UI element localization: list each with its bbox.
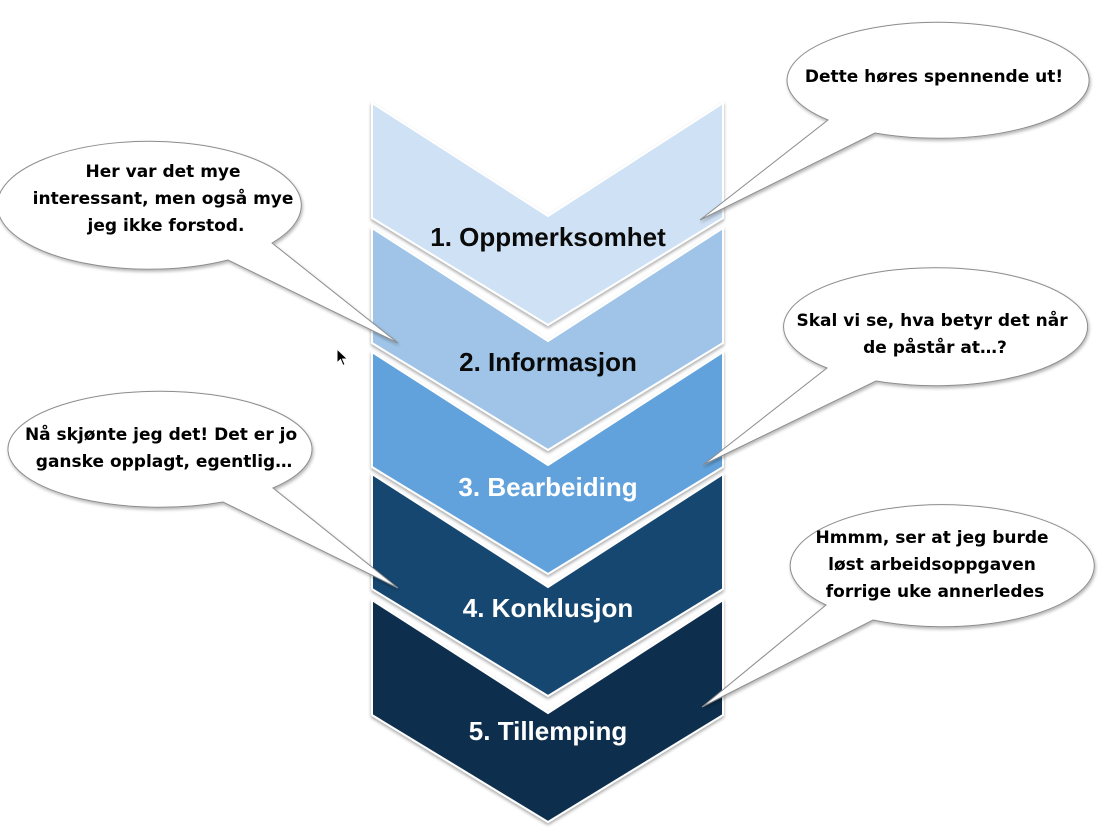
step-4-chevron: 4. Konklusjon	[371, 472, 724, 698]
speech-bubble-5-shape	[701, 504, 1095, 708]
step-2-chevron: 2. Informasjon	[371, 226, 724, 452]
speech-bubble-3-line-1: Skal vi se, hva betyr det når	[796, 309, 1068, 331]
speech-bubble-4: Nå skjønte jeg det! Det er jo ganske opp…	[7, 390, 399, 589]
step-1-chevron: 1. Oppmerksomhet	[371, 101, 724, 327]
speech-bubble-2-line-2: interessant, men også mye	[33, 187, 294, 209]
step-2-label: 2. Informasjon	[459, 347, 637, 377]
speech-bubble-2-shape	[0, 140, 399, 344]
step-3-chevron: 3. Bearbeiding	[371, 350, 724, 576]
svg-text:Skal vi se, hva betyr det når: Skal vi se, hva betyr det når de påstår …	[796, 309, 1073, 358]
step-1-label: 1. Oppmerksomhet	[430, 222, 666, 252]
svg-text:Dette høres spennende ut!: Dette høres spennende ut!	[805, 67, 1063, 87]
speech-bubble-4-line-2: ganske opplagt, egentlig…	[36, 452, 292, 472]
svg-text:Her var det mye intere: Her var det mye interessant, men også my…	[33, 162, 300, 236]
speech-bubble-5-line-1: Hmmm, ser at jeg burde	[816, 528, 1049, 548]
speech-bubble-2-line-3: jeg ikke forstod.	[87, 216, 245, 236]
speech-bubble-1-line-1: Dette høres spennende ut!	[805, 67, 1063, 87]
mouse-pointer-icon	[336, 348, 349, 367]
svg-text:Hmmm, ser at jeg burde: Hmmm, ser at jeg burde løst arbeidsoppga…	[816, 528, 1055, 602]
step-5-label: 5. Tillemping	[469, 716, 627, 746]
step-4-label: 4. Konklusjon	[463, 593, 633, 623]
speech-bubble-2-line-1: Her var det mye	[86, 162, 241, 182]
step-3-label: 3. Bearbeiding	[458, 472, 637, 502]
speech-bubble-2: Her var det mye interessant, men også my…	[0, 140, 399, 344]
speech-bubble-5-line-2: løst arbeidsoppgaven	[828, 555, 1036, 575]
speech-bubble-4-line-1: Nå skjønte jeg det! Det er jo	[25, 423, 297, 445]
speech-bubble-1-shape	[699, 21, 1090, 221]
speech-bubble-1: Dette høres spennende ut!	[699, 21, 1090, 221]
speech-bubble-3-line-2: de påstår at…?	[863, 336, 1007, 358]
speech-bubble-3-shape	[702, 267, 1089, 466]
speech-bubble-5-line-3: forrige uke annerledes	[826, 582, 1044, 602]
speech-bubble-3: Skal vi se, hva betyr det når de påstår …	[702, 267, 1089, 466]
speech-bubble-4-shape	[7, 390, 399, 589]
step-5-chevron: 5. Tillemping	[371, 598, 724, 824]
svg-text:Nå skjønte jeg det! Det er jo: Nå skjønte jeg det! Det er jo ganske opp…	[25, 423, 303, 472]
speech-bubble-5: Hmmm, ser at jeg burde løst arbeidsoppga…	[701, 504, 1095, 708]
